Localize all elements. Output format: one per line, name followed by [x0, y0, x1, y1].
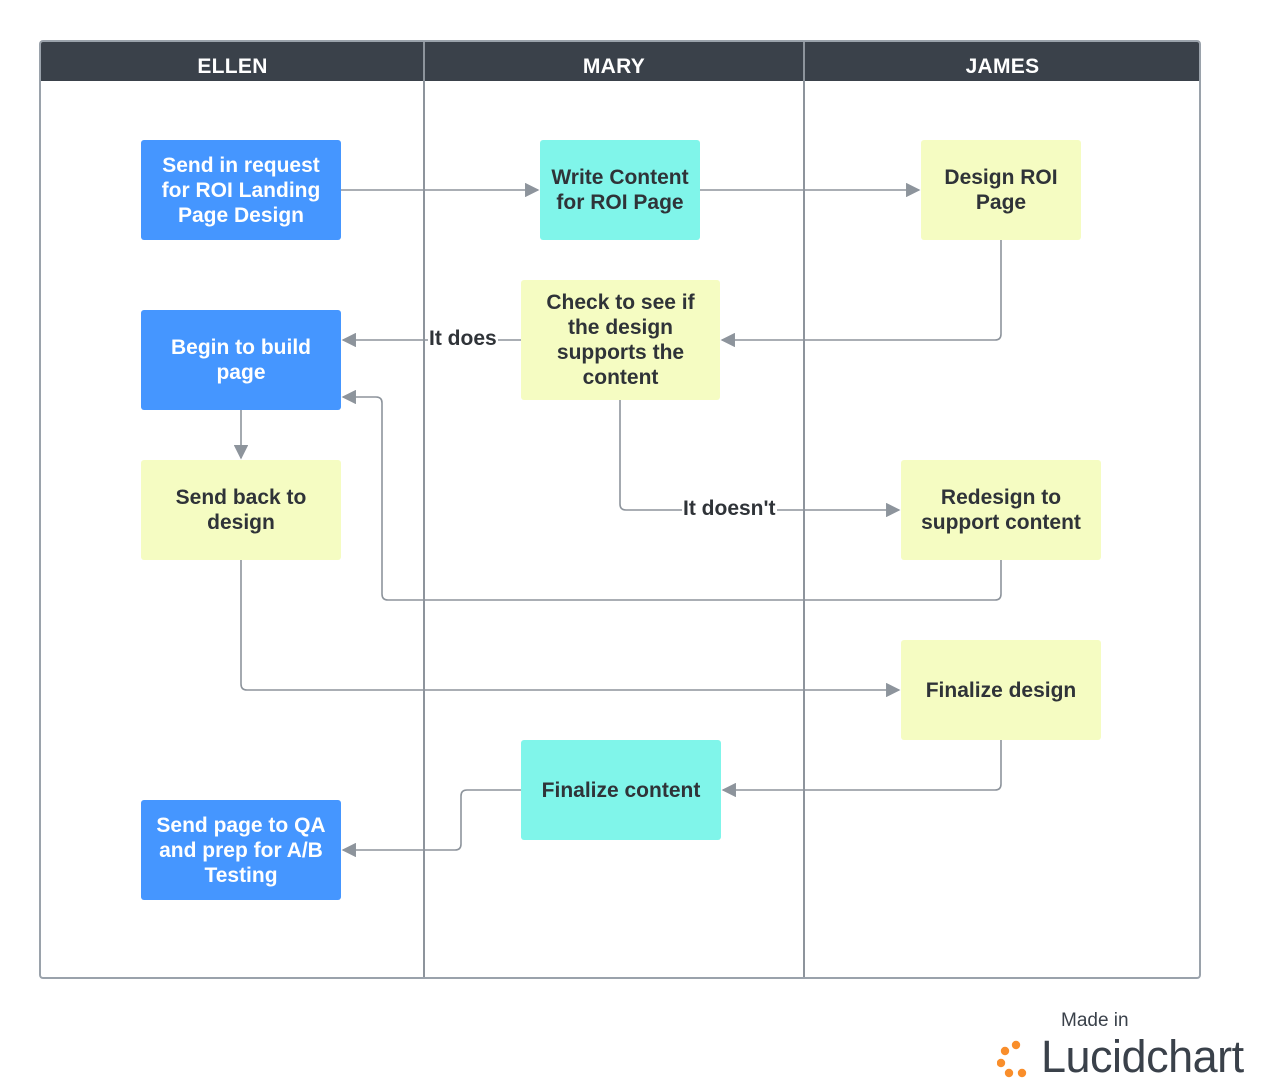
swimlane-header: [41, 42, 1199, 81]
node-finalize-design[interactable]: Finalize design: [901, 640, 1101, 740]
edge-redesign-to-build: [341, 389, 1002, 601]
brand-badge[interactable]: Made in Lucidchart: [997, 1010, 1247, 1082]
edge-sendback-to-finalize-design: [240, 560, 901, 698]
edge-label-it-doesnt: It doesn't: [682, 497, 777, 521]
node-write-content[interactable]: Write Content for ROI Page: [540, 140, 700, 240]
lane-title-ellen: ELLEN: [197, 55, 268, 78]
edge-finalize-design-to-content: [721, 740, 1002, 798]
made-in-label: Made in: [1061, 1010, 1129, 1031]
node-redesign[interactable]: Redesign to support content: [901, 460, 1101, 560]
lucidchart-logo-icon: [997, 1040, 1027, 1078]
node-finalize-content[interactable]: Finalize content: [521, 740, 721, 840]
lane-title-james: JAMES: [965, 55, 1040, 78]
lucidchart-wordmark: Lucidchart: [1041, 1031, 1244, 1082]
edge-label-it-does: It does: [428, 327, 498, 351]
node-send-request[interactable]: Send in request for ROI Landing Page Des…: [141, 140, 341, 240]
node-send-to-qa[interactable]: Send page to QA and prep for A/B Testing: [141, 800, 341, 900]
node-check-design[interactable]: Check to see if the design supports the …: [521, 280, 720, 400]
edge-content-to-qa: [341, 789, 521, 858]
edge-check-to-redesign: [619, 400, 901, 518]
lane-title-mary: MARY: [582, 55, 646, 78]
node-send-back-to-design[interactable]: Send back to design: [141, 460, 341, 560]
edge-design-to-check: [720, 240, 1002, 348]
node-design-roi-page[interactable]: Design ROI Page: [921, 140, 1081, 240]
node-begin-build[interactable]: Begin to build page: [141, 310, 341, 410]
lane-divider-ellen-mary: [423, 42, 425, 977]
